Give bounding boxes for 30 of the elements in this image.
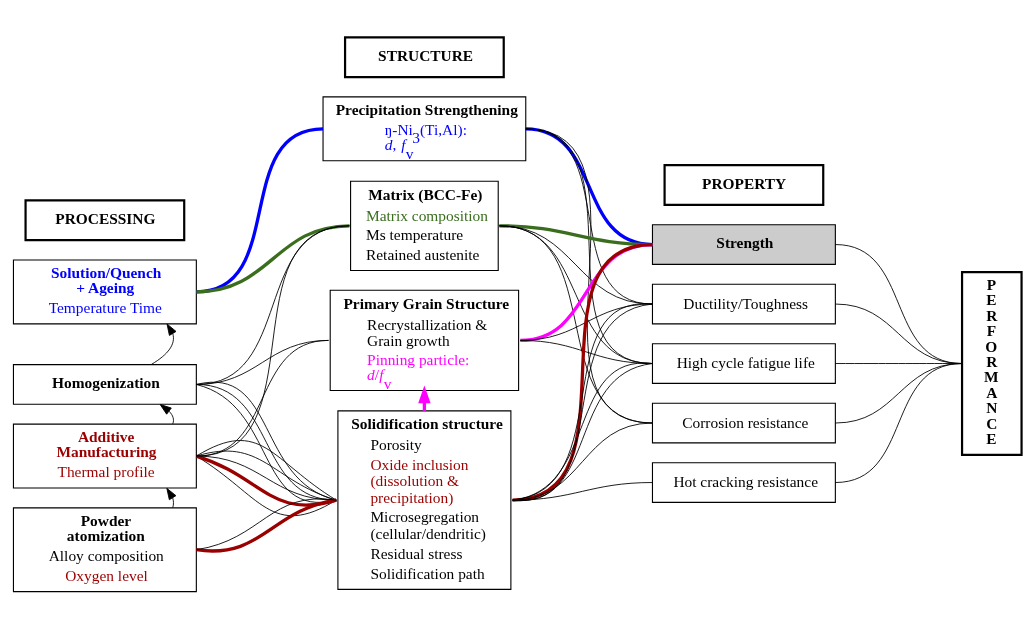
connector (511, 482, 653, 501)
node-box: Matrix (BCC-Fe) Matrix composition Ms temperature Retained austenite (349, 180, 499, 271)
arrow (165, 487, 176, 509)
connector (195, 440, 337, 501)
node-box: High cycle fatigue life (651, 343, 836, 384)
connector (511, 363, 653, 501)
node-box: Solidification structure Porosity Oxide inclusion (dissolution & precipitation) Microsegregation (cellular/dendritic) Residual stress Solidification path (336, 410, 511, 590)
node-box: PROPERTY (663, 164, 824, 206)
node-box: Additive Manufacturing Thermal profile (12, 423, 197, 489)
node-box: Corrosion resistance (651, 402, 836, 444)
node-box: Solution/Quench + Ageing Temperature Time (12, 259, 197, 325)
connector (498, 225, 653, 424)
connector (195, 225, 350, 457)
node-box: Homogenization (12, 364, 197, 405)
connector (511, 422, 653, 501)
connector (511, 242, 653, 502)
node-box: Powder atomization Alloy composition Oxygen level (12, 507, 197, 593)
connector (834, 363, 962, 483)
node-box: Hot cracking resistance (651, 462, 836, 503)
node-box: STRUCTURE (343, 36, 505, 79)
arrow (150, 323, 176, 365)
connector (195, 455, 337, 516)
arrow (159, 404, 174, 425)
connector (195, 225, 350, 385)
node-box: Strength (651, 224, 836, 265)
connector (195, 224, 350, 294)
node-box: Ductility/Toughness (651, 283, 836, 325)
node-box: PROCESSING (23, 199, 185, 242)
connector (511, 303, 653, 501)
node-box: PERFORMANCE (960, 270, 1023, 457)
